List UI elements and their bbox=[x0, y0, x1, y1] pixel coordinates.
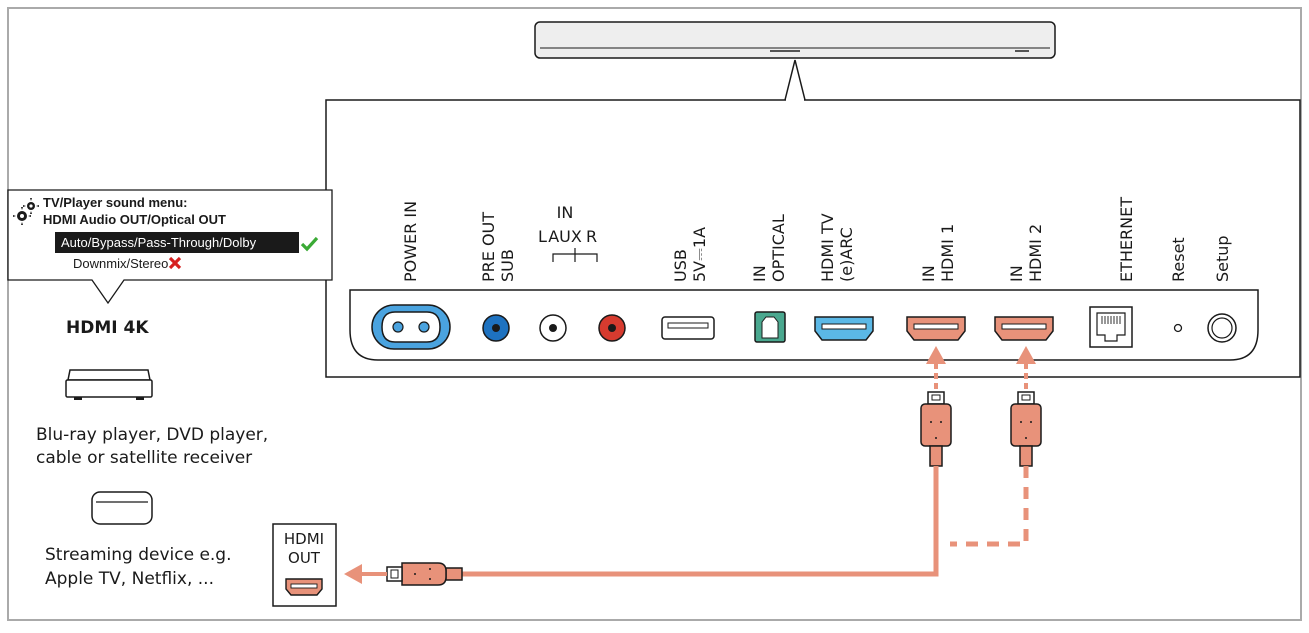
label-aux-in: IN bbox=[557, 203, 574, 222]
label-usb-line1: USB bbox=[671, 249, 690, 282]
player-caption-line2: cable or satellite receiver bbox=[36, 448, 252, 468]
aux-left-port bbox=[539, 314, 567, 342]
label-hdmitv-line1: HDMI TV bbox=[818, 213, 837, 282]
label-setup: Setup bbox=[1213, 235, 1232, 282]
hdmi-in-2-port bbox=[994, 316, 1054, 341]
hdmi-out-label-line1: HDMI bbox=[284, 530, 324, 548]
insert-arrows bbox=[926, 346, 1036, 392]
source-cable-plug bbox=[344, 562, 463, 586]
label-hdmitv-line2: (e)ARC bbox=[837, 227, 856, 282]
menu-option-other[interactable]: Downmix/Stereo bbox=[73, 256, 168, 271]
label-hdmi2-line1: IN bbox=[1007, 265, 1026, 282]
sub-out-port bbox=[482, 314, 510, 342]
streamer-caption-line2: Apple TV, Netflix, ... bbox=[45, 569, 214, 589]
label-hdmi1-line1: IN bbox=[919, 265, 938, 282]
label-aux-r: R bbox=[586, 227, 597, 246]
source-heading: HDMI 4K bbox=[66, 318, 149, 338]
aux-bracket bbox=[552, 248, 598, 262]
label-aux: AUX bbox=[548, 227, 582, 246]
label-aux-l: L bbox=[538, 227, 547, 246]
label-reset: Reset bbox=[1169, 237, 1188, 282]
menu-option-highlight bbox=[55, 232, 299, 253]
connector-strip bbox=[349, 289, 1259, 361]
label-preout-line1: PRE OUT bbox=[479, 212, 498, 282]
player-caption-line1: Blu-ray player, DVD player, bbox=[36, 425, 268, 445]
hdmi-out-label-line2: OUT bbox=[288, 549, 321, 567]
menu-title-line2: HDMI Audio OUT/Optical OUT bbox=[43, 212, 226, 227]
label-optical-line1: IN bbox=[750, 265, 769, 282]
setup-button[interactable] bbox=[1207, 313, 1237, 343]
connectors bbox=[371, 304, 1237, 350]
label-preout-line2: SUB bbox=[498, 249, 517, 282]
label-usb-line2: 5V⎓1A bbox=[690, 227, 709, 282]
hdmi-tv-earc-port bbox=[814, 316, 874, 341]
hdmi-cable-plug-2 bbox=[1010, 391, 1042, 467]
label-hdmi2-line2: HDMI 2 bbox=[1026, 224, 1045, 282]
hdmi-in-1-port bbox=[906, 316, 966, 341]
sound-menu-callout: TV/Player sound menu: HDMI Audio OUT/Opt… bbox=[7, 189, 333, 305]
reset-button[interactable] bbox=[1173, 323, 1183, 333]
back-panel bbox=[325, 98, 1301, 378]
label-hdmi1-line2: HDMI 1 bbox=[938, 224, 957, 282]
soundbar-callout-pointer bbox=[784, 59, 806, 101]
hdmi-out-box: HDMI OUT bbox=[272, 523, 337, 607]
ethernet-port bbox=[1089, 306, 1133, 348]
outer-frame bbox=[7, 7, 1302, 621]
label-power-in: POWER IN bbox=[401, 201, 420, 282]
label-ethernet: ETHERNET bbox=[1117, 197, 1136, 282]
check-icon bbox=[300, 236, 319, 252]
cross-icon bbox=[168, 256, 182, 270]
label-optical-line2: OPTICAL bbox=[769, 214, 788, 282]
power-in-port bbox=[371, 304, 451, 350]
menu-option-selected[interactable]: Auto/Bypass/Pass-Through/Dolby bbox=[61, 235, 257, 250]
streaming-device-icon bbox=[91, 491, 153, 525]
optical-port bbox=[754, 311, 786, 343]
bluray-player-icon bbox=[65, 369, 153, 400]
streamer-caption-line1: Streaming device e.g. bbox=[45, 545, 232, 565]
menu-title-line1: TV/Player sound menu: bbox=[43, 195, 187, 210]
gears-icon bbox=[13, 198, 39, 225]
soundbar bbox=[534, 21, 1056, 59]
cable-runs bbox=[461, 466, 1029, 577]
hdmi-cable-plug-1 bbox=[920, 391, 952, 467]
aux-right-port bbox=[598, 314, 626, 342]
usb-port bbox=[661, 316, 715, 340]
port-labels: POWER IN PRE OUT SUB IN L AUX R USB 5V⎓1… bbox=[401, 197, 1232, 282]
